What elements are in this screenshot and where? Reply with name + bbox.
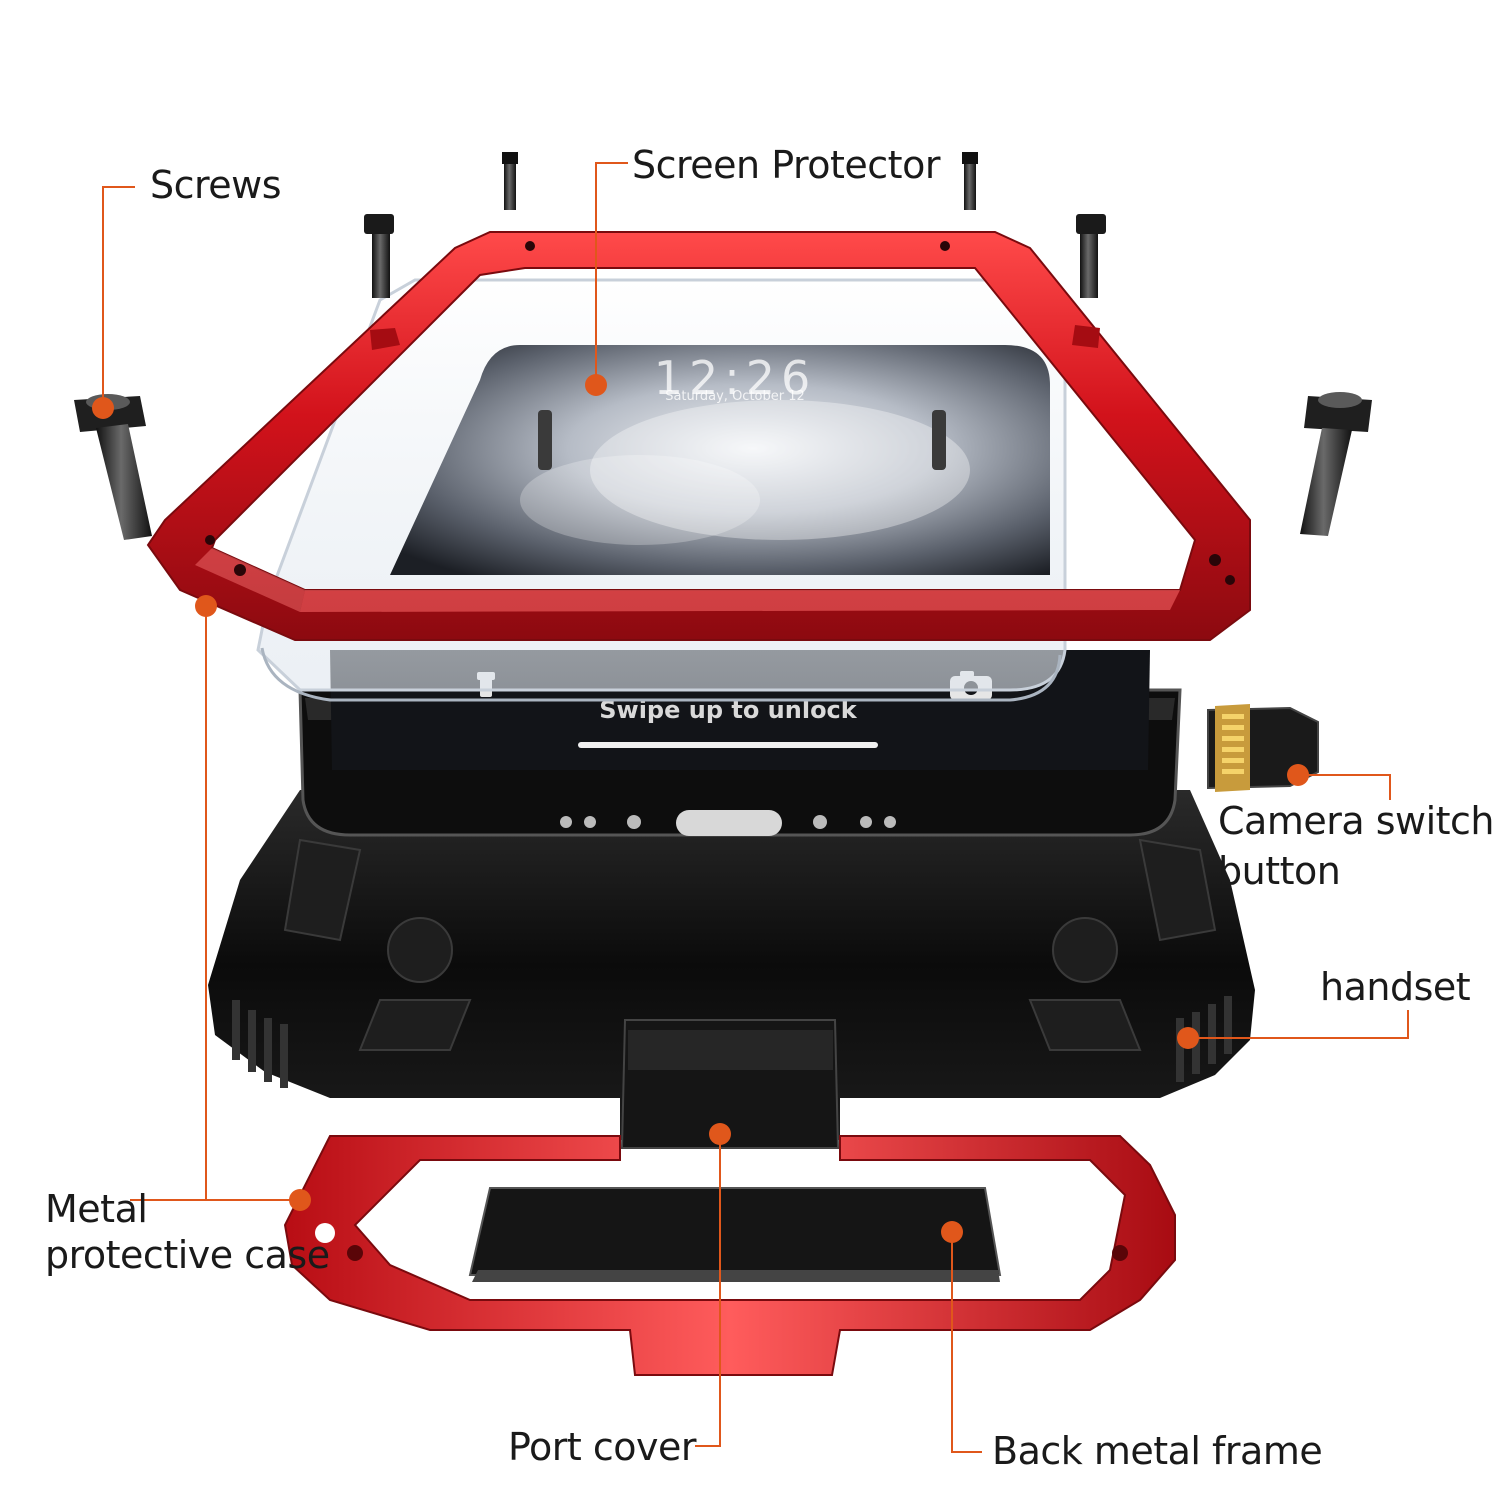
lock-screen-time: 12:26 (654, 351, 817, 405)
back-metal-frame-part (283, 1135, 1176, 1376)
label-camera-switch-line1: Camera switch (1218, 799, 1495, 843)
label-camera-switch-line2: button (1218, 849, 1341, 893)
callout-dots (92, 374, 1309, 1243)
label-port-cover: Port cover (508, 1425, 697, 1469)
screw (1300, 392, 1372, 536)
label-metal-case-line2: protective case (45, 1233, 330, 1277)
black-inner-case (208, 790, 1255, 1149)
screw (364, 214, 394, 298)
screw (74, 394, 152, 540)
label-handset: handset (1320, 965, 1471, 1009)
label-screws: Screws (150, 163, 282, 207)
screw (962, 152, 978, 210)
screw (502, 152, 518, 210)
lock-screen-date: Saturday, October 12 (665, 389, 805, 404)
callout-lines (102, 162, 1409, 1453)
front-metal-frame (146, 231, 1251, 641)
label-back-metal-frame: Back metal frame (992, 1429, 1323, 1473)
phone-screen: 12:26 Saturday, October 12 (390, 345, 1050, 575)
screw (1076, 214, 1106, 298)
label-screen-protector: Screen Protector (632, 143, 940, 187)
label-metal-case-line1: Metal (45, 1187, 148, 1231)
